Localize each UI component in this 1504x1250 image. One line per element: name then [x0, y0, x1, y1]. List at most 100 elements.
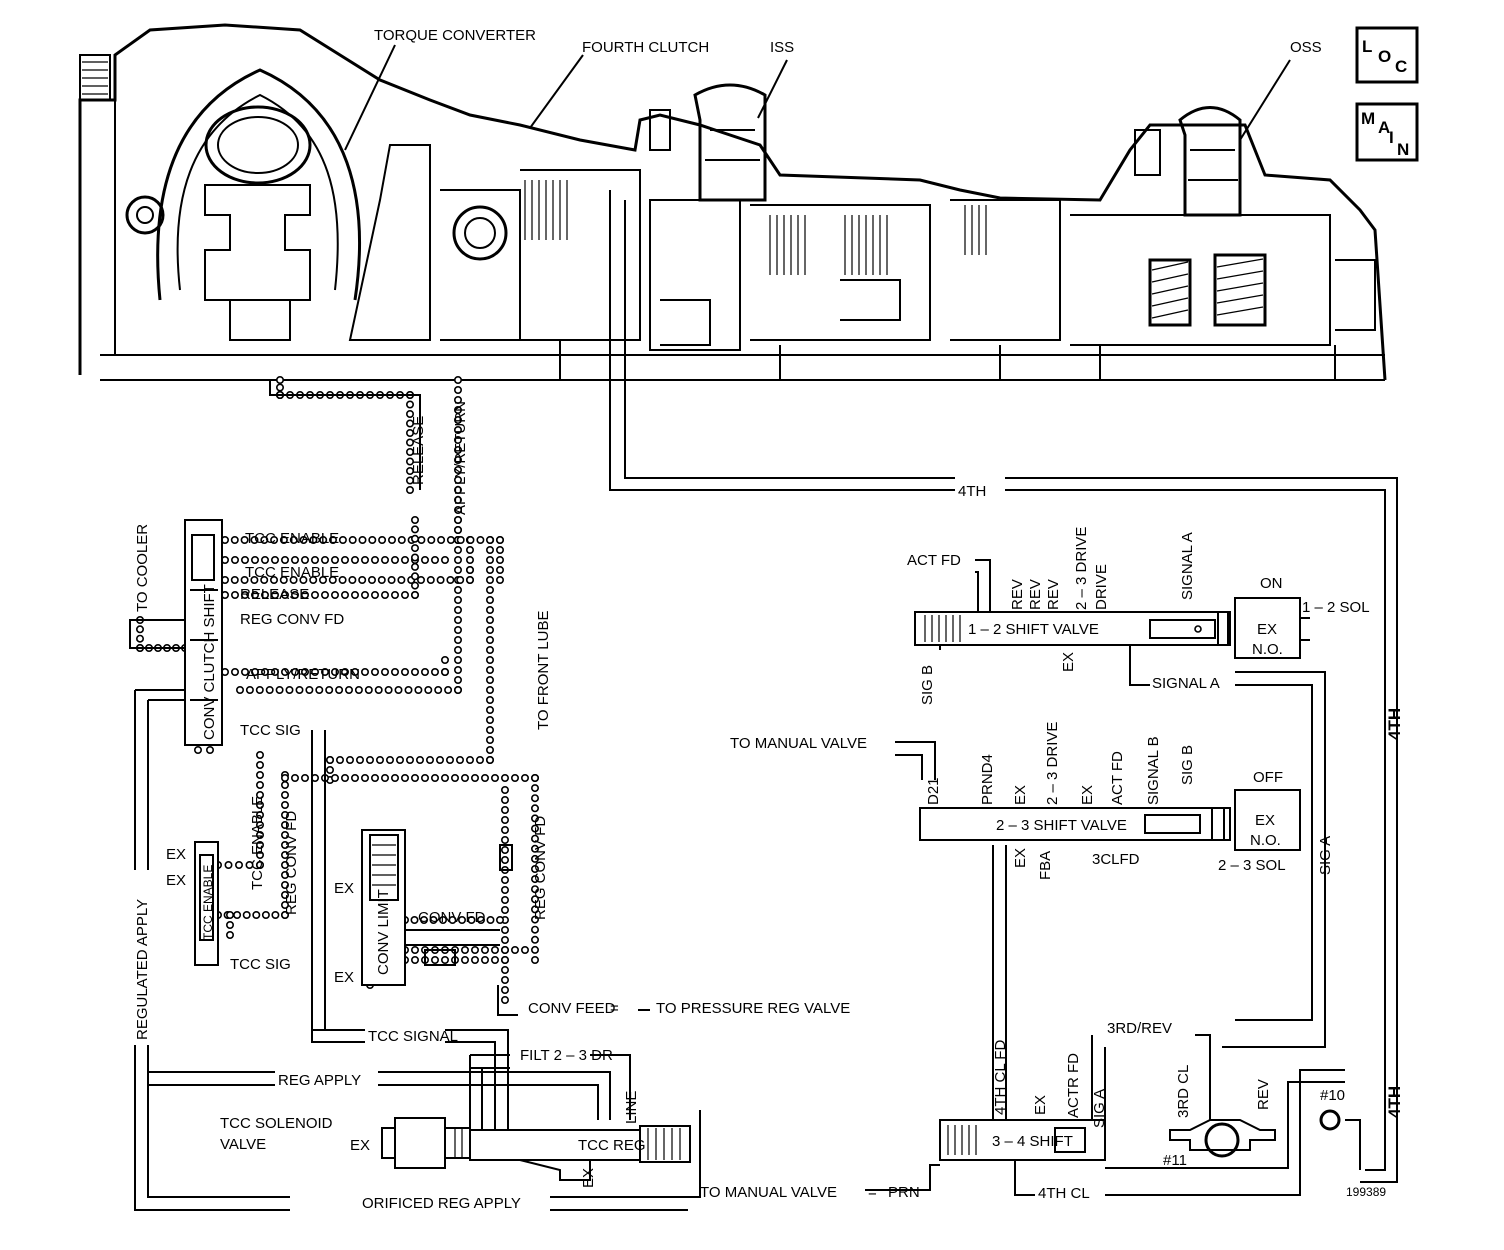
passage-dot [390, 667, 399, 676]
passage-dot [299, 575, 308, 584]
passage-dot [453, 415, 462, 424]
passage-dot [280, 780, 289, 789]
passage-dot [500, 785, 509, 794]
passage-dot [453, 395, 462, 404]
torque-converter-label: TORQUE CONVERTER [374, 27, 536, 44]
passage-dot [280, 900, 289, 909]
passage-dot [500, 965, 509, 974]
passage-dot [425, 755, 434, 764]
passage-dot [250, 575, 259, 584]
passage-dot [500, 835, 509, 844]
shift-23-drive-label: 2 – 3 DRIVE [1044, 722, 1061, 805]
passage-dot [405, 476, 414, 485]
passage-dot [460, 945, 469, 954]
passage-dot [368, 535, 377, 544]
passage-dot [299, 535, 308, 544]
passage-dot [485, 545, 494, 554]
check-ball-11 [1169, 1119, 1276, 1158]
passage-dot [375, 755, 384, 764]
release-passage-label: RELEASE [410, 416, 427, 485]
passage-dot [231, 555, 240, 564]
passage-dot [480, 955, 489, 964]
conv-limit-ex2-label: EX [334, 969, 354, 986]
tcc-enable-passage-label: TCC ENABLE [249, 796, 266, 890]
shift-23-valve-label: 2 – 3 SHIFT VALVE [996, 817, 1127, 834]
passage-dot [320, 667, 329, 676]
passage-dot [500, 995, 509, 1004]
passage-dot [417, 535, 426, 544]
passage-dot [241, 667, 250, 676]
passage-dot [500, 815, 509, 824]
shift-12-drive-label: DRIVE [1093, 564, 1110, 610]
passage-dot [280, 910, 289, 919]
passage-dot [405, 438, 414, 447]
fourth-passage-label: 4TH [958, 483, 986, 500]
passage-dot [455, 755, 464, 764]
passage-dot [260, 555, 269, 564]
sig-a-right-label: SIG A [1317, 836, 1334, 875]
passage-dot [486, 915, 495, 924]
conv-limit-ex1-label: EX [334, 880, 354, 897]
passage-dot [500, 845, 509, 854]
shift-12-sol-name-label: 1 – 2 SOL [1302, 599, 1370, 616]
passage-dot [476, 915, 485, 924]
passage-dot [476, 535, 485, 544]
passage-dot [300, 773, 309, 782]
fourth-right-label: 4TH [1385, 708, 1404, 740]
shift-23-signal-b-label: SIGNAL B [1145, 736, 1162, 805]
passage-dot [440, 555, 449, 564]
passage-dot [330, 590, 339, 599]
loc-letter-c: C [1395, 57, 1407, 76]
passage-dot [280, 667, 289, 676]
passage-dot [485, 695, 494, 704]
reg-conv-fd-passage-label: REG CONV FD [283, 811, 300, 915]
passage-dot [500, 805, 509, 814]
shift-23-sol-no-label: N.O. [1250, 832, 1281, 849]
passage-dot [485, 745, 494, 754]
passage-dot [370, 667, 379, 676]
tcc-solenoid-label-line2: VALVE [220, 1136, 266, 1153]
passage-dot [530, 905, 539, 914]
passage-dot [405, 457, 414, 466]
passage-dot [270, 535, 279, 544]
passage-dot [231, 590, 240, 599]
passage-dot [453, 615, 462, 624]
oss-label: OSS [1290, 39, 1322, 56]
passage-dot [500, 955, 509, 964]
passage-dot [530, 844, 539, 853]
passage-dot [280, 810, 289, 819]
passage-dot [453, 665, 462, 674]
passage-dot [236, 685, 245, 694]
passage-dot [400, 773, 409, 782]
passage-dot [430, 773, 439, 782]
passage-dot [510, 773, 519, 782]
tcc-solenoid-valve [381, 1117, 691, 1181]
passage-dot [485, 605, 494, 614]
passage-dot [280, 800, 289, 809]
passage-dot [310, 555, 319, 564]
passage-dot [520, 773, 529, 782]
passage-dot [500, 795, 509, 804]
passage-dot [410, 553, 419, 562]
passage-dot [453, 605, 462, 614]
passage-dot [318, 575, 327, 584]
passage-dot [435, 755, 444, 764]
passage-dot [260, 575, 269, 584]
passage-dot [467, 915, 476, 924]
passage-dot [419, 915, 428, 924]
passage-dot [255, 800, 264, 809]
passage-dot [410, 525, 419, 534]
passage-dot [436, 575, 445, 584]
passage-dot [445, 755, 454, 764]
passage-dot [280, 880, 289, 889]
ccs-release-label: RELEASE [240, 586, 309, 603]
fourth-cl-fd-label: 4TH CL FD [992, 1040, 1009, 1115]
passage-dot [387, 575, 396, 584]
passage-dot [485, 535, 494, 544]
passage-dot [466, 535, 475, 544]
shift-23-ex2-label: EX [1079, 785, 1096, 805]
passage-dot [380, 667, 389, 676]
passage-dot [380, 773, 389, 782]
passage-dot [453, 385, 462, 394]
passage-dot [377, 575, 386, 584]
